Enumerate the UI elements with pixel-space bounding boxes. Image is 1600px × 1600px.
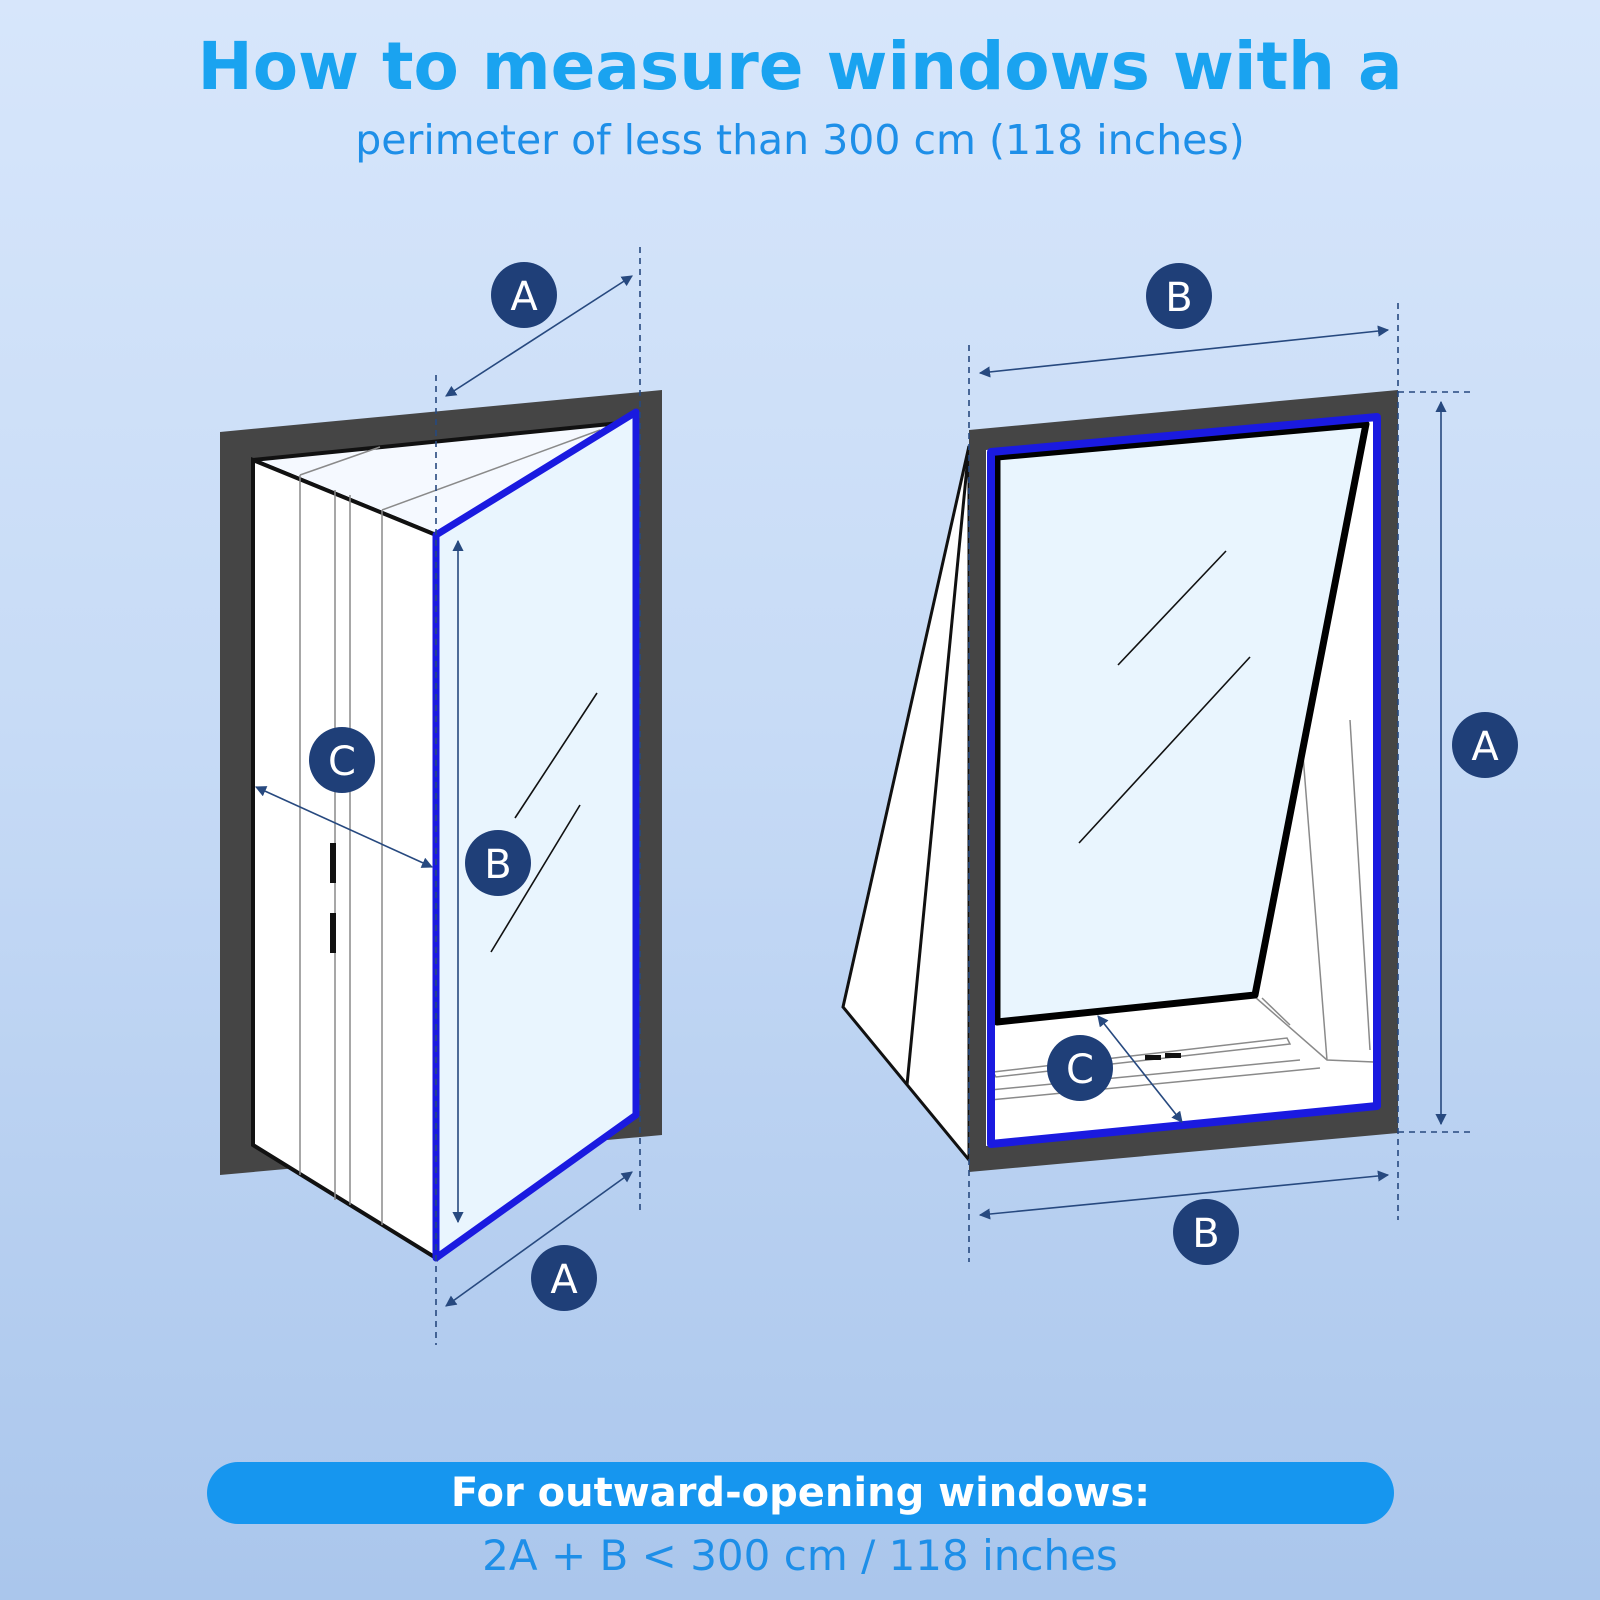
glass-glare xyxy=(1078,550,1251,844)
right-seal-outline xyxy=(987,413,1381,1148)
left-bottom-a-badge: A xyxy=(531,1245,597,1311)
right-seal-side-panel xyxy=(841,445,971,1165)
right-dimension-guides xyxy=(968,303,1470,1262)
svg-text:A: A xyxy=(1471,724,1499,770)
left-top-a-badge: A xyxy=(491,262,557,328)
right-open-sash xyxy=(993,420,1370,1026)
left-window-illustration xyxy=(220,390,662,1262)
banner-label: For outward-opening windows: xyxy=(450,1470,1151,1516)
right-height-a-badge: A xyxy=(1452,712,1518,778)
window-type-banner: For outward-opening windows: xyxy=(207,1462,1394,1524)
svg-text:B: B xyxy=(484,842,511,888)
page-subtitle: perimeter of less than 300 cm (118 inche… xyxy=(355,116,1245,164)
page-title: How to measure windows with a xyxy=(197,28,1403,105)
right-depth-c-badge: C xyxy=(1047,1035,1113,1101)
measurement-formula: 2A + B < 300 cm / 118 inches xyxy=(482,1531,1118,1580)
glass-glare xyxy=(490,692,598,953)
svg-text:A: A xyxy=(510,274,538,320)
left-height-b-badge: B xyxy=(465,830,531,896)
right-bottom-b-badge: B xyxy=(1173,1199,1239,1265)
left-seal-panel xyxy=(251,457,438,1262)
svg-text:C: C xyxy=(328,739,356,785)
left-depth-c-badge: C xyxy=(309,727,375,793)
svg-text:B: B xyxy=(1165,275,1192,321)
right-top-b-badge: B xyxy=(1146,263,1212,329)
svg-text:A: A xyxy=(550,1257,578,1303)
svg-text:B: B xyxy=(1192,1211,1219,1257)
svg-text:C: C xyxy=(1066,1047,1094,1093)
left-dimension-guides xyxy=(254,247,641,1345)
right-window-illustration xyxy=(841,390,1398,1172)
left-open-sash xyxy=(432,408,640,1262)
